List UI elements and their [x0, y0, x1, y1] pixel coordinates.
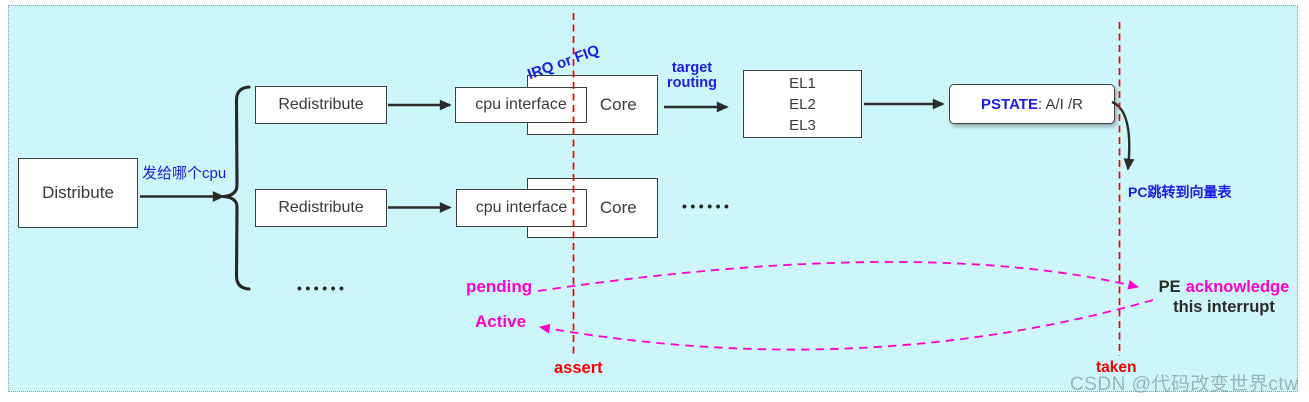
cpu-interface-box-top: cpu interface	[455, 87, 587, 123]
label-assert: assert	[554, 359, 603, 377]
el2-label: EL2	[789, 95, 816, 113]
redistribute-top-label: Redistribute	[278, 96, 364, 113]
core-top-label: Core	[599, 95, 637, 114]
redistribute-box-bottom: Redistribute	[255, 189, 387, 227]
core-box-bottom: Core	[527, 178, 658, 238]
cpu-interface-top-label: cpu interface	[475, 96, 567, 113]
label-target: target	[671, 60, 713, 76]
label-routing: routing	[667, 75, 717, 91]
ellipsis-more-redistributors: ••••••	[297, 280, 348, 296]
label-taken: taken	[1096, 359, 1137, 376]
distribute-box: Distribute	[18, 158, 138, 228]
label-pending: pending	[466, 277, 533, 296]
label-target-routing: target routing	[659, 61, 725, 91]
ellipsis-more-cores: ••••••	[682, 198, 733, 214]
pstate-suffix: : A/I /R	[1037, 95, 1083, 113]
distribute-label: Distribute	[42, 183, 114, 202]
cpu-interface-bottom-label: cpu interface	[475, 199, 568, 216]
label-active: Active	[475, 312, 527, 331]
label-pc-jump-vector-table: PC跳转到向量表	[1128, 184, 1232, 200]
label-acknowledge: acknowledge	[1185, 278, 1290, 296]
label-pe: PE	[1158, 278, 1181, 296]
pstate-label: PSTATE	[981, 95, 1038, 113]
redistribute-box-top: Redistribute	[255, 86, 387, 124]
pstate-box: PSTATE: A/I /R	[949, 84, 1115, 124]
core-bottom-label: Core	[599, 198, 637, 217]
label-which-cpu: 发给哪个cpu	[142, 165, 227, 182]
exception-levels-box: EL1 EL2 EL3	[743, 70, 862, 138]
watermark: CSDN @代码改变世界ctw	[1070, 374, 1299, 395]
el3-label: EL3	[789, 116, 816, 134]
el1-label: EL1	[789, 74, 816, 92]
redistribute-bottom-label: Redistribute	[278, 199, 364, 216]
label-this-interrupt: this interrupt	[1173, 298, 1275, 316]
cpu-interface-box-bottom: cpu interface	[456, 189, 587, 227]
